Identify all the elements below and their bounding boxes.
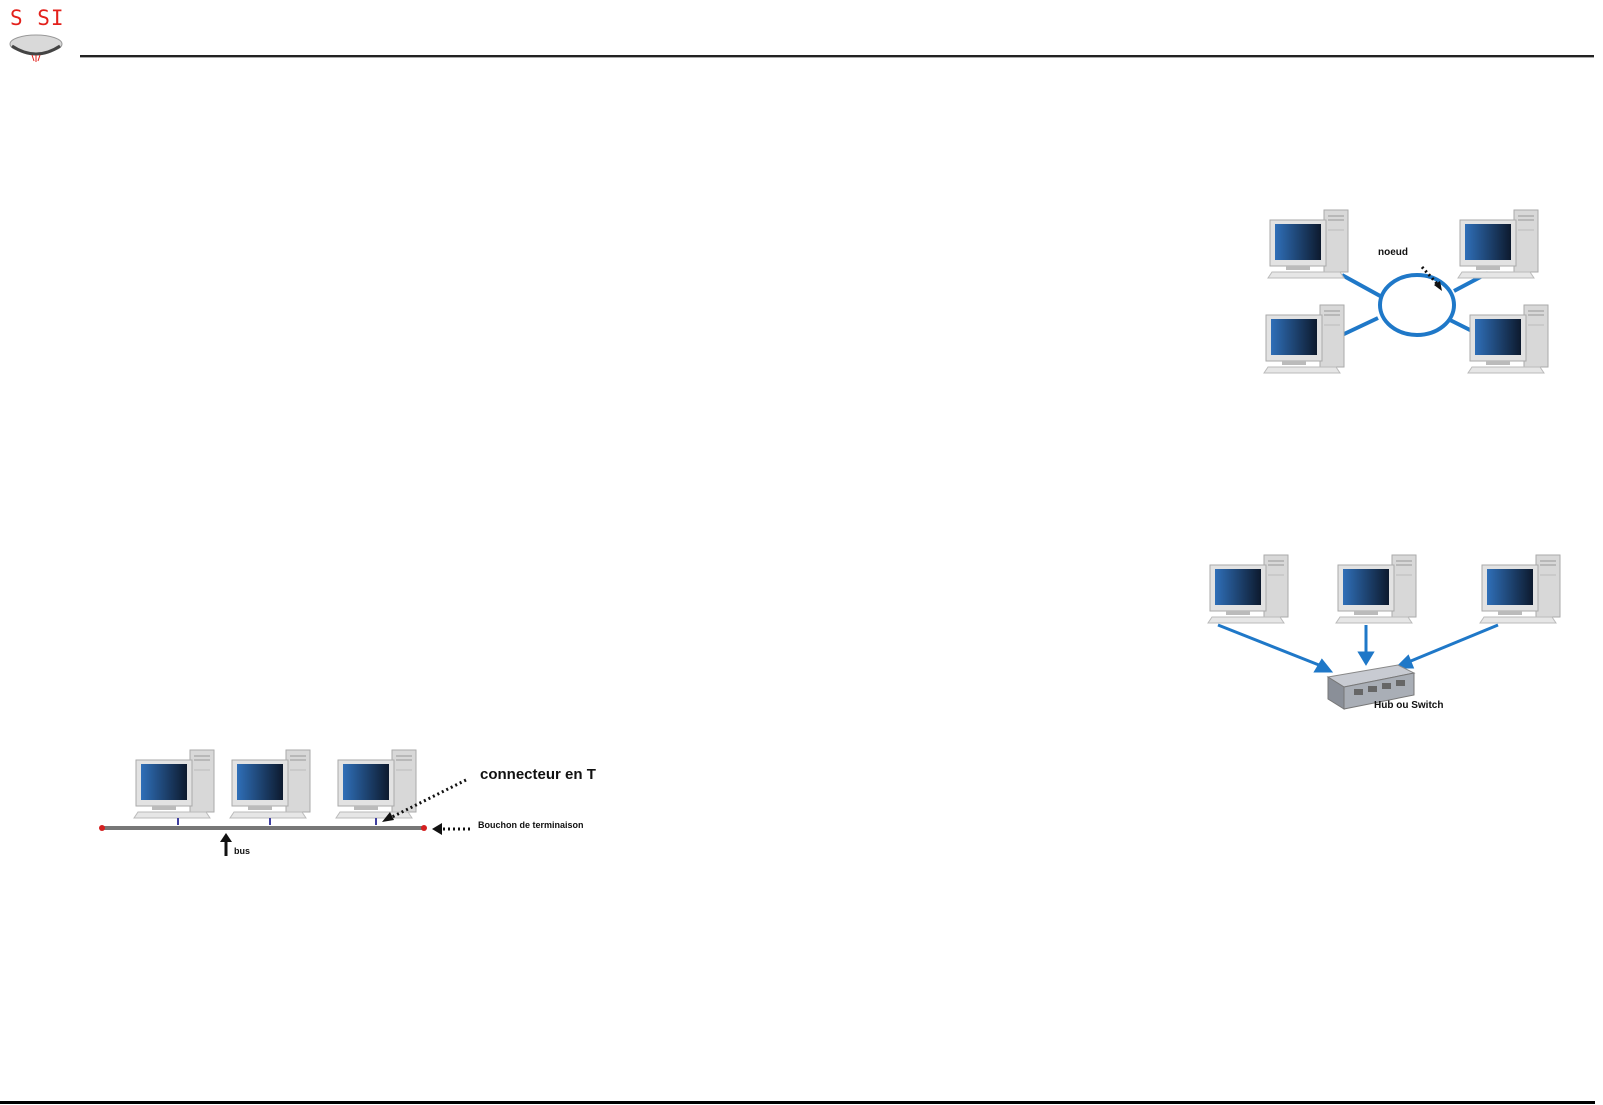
terminator-left (99, 825, 105, 831)
bus-computer-3 (335, 749, 417, 819)
ring-node-label: noeud (1378, 247, 1408, 258)
logo-dish-icon (9, 34, 63, 62)
logo-text: S SI (10, 6, 65, 30)
star-computer-2 (1335, 554, 1417, 624)
ring-topology-diagram: noeud (1262, 205, 1562, 375)
t-connectors (177, 818, 377, 825)
star-links (1217, 623, 1499, 673)
ring-computer-3 (1263, 304, 1345, 374)
header-divider (80, 55, 1594, 58)
hub-switch-icon (1326, 664, 1416, 710)
star-computer-3 (1479, 554, 1561, 624)
bus-label: bus (234, 846, 251, 856)
footer-divider (0, 1101, 1595, 1104)
ring-computer-2 (1457, 209, 1539, 279)
ring-computer-1 (1267, 209, 1349, 279)
ring-computer-4 (1467, 304, 1549, 374)
star-topology-diagram: Hub ou Switch (1198, 554, 1578, 720)
bus-topology-diagram: connecteur en T Bouchon de terminaison b… (98, 742, 628, 877)
connector-label: connecteur en T (480, 766, 596, 783)
connector-pointer-arrow (382, 778, 467, 822)
ssi-logo: S SI (8, 6, 68, 63)
ring-links (1341, 271, 1489, 339)
bus-computer-2 (229, 749, 311, 819)
bus-computer-1 (133, 749, 215, 819)
star-computer-1 (1207, 554, 1289, 624)
terminator-label: Bouchon de terminaison (478, 820, 584, 830)
bus-pointer-arrow (220, 833, 232, 856)
terminator-pointer-arrow (432, 823, 470, 835)
terminator-right (421, 825, 427, 831)
hub-switch-label: Hub ou Switch (1374, 700, 1444, 711)
